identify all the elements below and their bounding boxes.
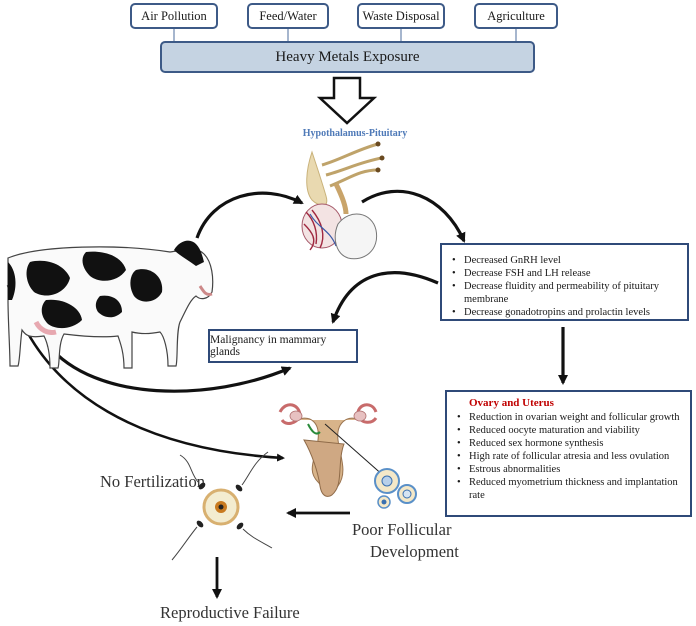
- effect-item: Decreased GnRH level: [450, 254, 681, 267]
- follicles-illustration: [374, 468, 417, 509]
- ovary-item: Reduction in ovarian weight and follicul…: [455, 411, 684, 424]
- uterus-illustration: [278, 403, 386, 497]
- source-feed-water: Feed/Water: [247, 3, 329, 29]
- pituitary-illustration: [301, 141, 385, 260]
- arrow-effects-to-mammary: [330, 271, 439, 324]
- cow-illustration: [7, 240, 214, 369]
- effect-item: Decrease gonadotropins and prolactin lev…: [450, 306, 681, 319]
- follicular-development-label: Development: [370, 542, 459, 561]
- ovary-uterus-title: Ovary and Uterus: [469, 397, 554, 409]
- heavy-metals-exposure-box: Heavy Metals Exposure: [160, 41, 535, 73]
- source-waste-disposal: Waste Disposal: [357, 3, 445, 29]
- arrow-cow-to-mammary: [46, 343, 292, 393]
- oocyte-sperm-illustration: [171, 451, 273, 561]
- arrow-cow-to-pituitary: [195, 191, 304, 239]
- no-fertilization-label: No Fertilization: [100, 472, 205, 491]
- source-connectors: [173, 29, 517, 41]
- ovary-item: Reduced sex hormone synthesis: [455, 437, 684, 450]
- mammary-malignancy-box: Malignancy in mammary glands: [208, 329, 358, 363]
- source-agriculture: Agriculture: [474, 3, 558, 29]
- ovary-uterus-box: Ovary and Uterus Reduction in ovarian we…: [445, 390, 692, 517]
- pituitary-effects-box: Decreased GnRH level Decrease FSH and LH…: [440, 243, 689, 321]
- effect-item: Decrease fluidity and permeability of pi…: [450, 280, 681, 306]
- ovary-item: High rate of follicular atresia and less…: [455, 450, 684, 463]
- effect-item: Decrease FSH and LH release: [450, 267, 681, 280]
- down-hollow-arrow-icon: [316, 76, 378, 125]
- source-air-pollution: Air Pollution: [130, 3, 218, 29]
- ovary-item: Reduced myometrium thickness and implant…: [455, 476, 684, 502]
- ovary-item: Reduced oocyte maturation and viability: [455, 424, 684, 437]
- arrow-pituitary-to-effects: [361, 189, 466, 243]
- reproductive-failure-label: Reproductive Failure: [160, 603, 300, 622]
- poor-follicular-label: Poor Follicular: [352, 520, 452, 539]
- ovary-item: Estrous abnormalities: [455, 463, 684, 476]
- hypothalamus-pituitary-label: Hypothalamus-Pituitary: [302, 128, 408, 139]
